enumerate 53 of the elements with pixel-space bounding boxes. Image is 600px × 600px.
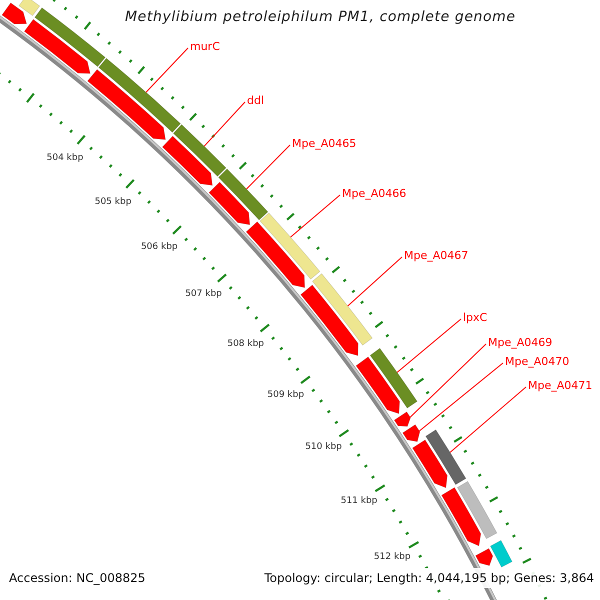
gene-block — [18, 0, 40, 16]
reverse-gene-feature — [402, 424, 420, 442]
scale-label: 505 kbp — [94, 196, 132, 207]
gene-label: Mpe_A0465 — [292, 137, 356, 151]
reverse-gene-feature — [300, 284, 358, 356]
reverse-gene-feature — [394, 412, 411, 427]
title: Methylibium petroleiphilum PM1, complete genome — [125, 9, 516, 25]
scale-label: 509 kbp — [267, 390, 304, 400]
reverse-gene-feature — [208, 182, 250, 226]
gene-label: Mpe_A0469 — [488, 336, 552, 350]
gene-label: murC — [190, 40, 220, 54]
scale-label: 506 kbp — [140, 242, 178, 252]
accession-text: Accession: NC_008825 — [9, 571, 146, 585]
gene-block — [490, 540, 512, 568]
scale-label: 512 kbp — [374, 552, 411, 562]
leader-line — [418, 362, 504, 432]
gene-label: Mpe_A0471 — [528, 379, 592, 393]
leader-line — [450, 386, 526, 453]
reverse-gene-feature — [162, 136, 213, 186]
reverse-gene-feature — [246, 221, 306, 288]
scale-label: 508 kbp — [227, 338, 264, 349]
scale-label: 511 kbp — [340, 496, 378, 506]
leader-line — [146, 48, 188, 93]
gene-label: Mpe_A0466 — [342, 187, 406, 201]
leader-line — [246, 144, 290, 190]
leader-line — [204, 102, 246, 147]
gene-block — [98, 58, 181, 133]
leader-line — [410, 344, 486, 418]
gene-block — [370, 348, 418, 408]
reverse-gene-feature — [441, 487, 482, 546]
gene-label: lpxC — [463, 311, 488, 325]
gene-block — [425, 429, 466, 485]
leader-line — [396, 318, 462, 373]
gene-block — [312, 273, 373, 346]
gene-label: ddl — [247, 94, 264, 108]
gene-block — [34, 7, 106, 67]
reverse-gene-feature — [356, 356, 400, 414]
gene-label: Mpe_A0467 — [404, 249, 468, 263]
scale-label: 507 kbp — [185, 289, 222, 300]
gene-block — [173, 124, 226, 177]
reverse-gene-feature — [87, 69, 166, 140]
leader-line — [290, 194, 340, 238]
leader-line — [347, 256, 402, 306]
reverse-gene-feature — [24, 19, 90, 74]
reverse-gene-feature — [2, 2, 27, 24]
scale-label: 504 kbp — [46, 153, 84, 164]
scale-label: 510 kbp — [305, 442, 342, 452]
reverse-gene-feature — [475, 548, 494, 566]
gene-label: Mpe_A0470 — [505, 355, 570, 369]
gene-block — [260, 212, 320, 280]
gene-block — [218, 168, 268, 220]
reverse-gene-feature — [412, 440, 448, 488]
gene-block — [457, 481, 498, 539]
